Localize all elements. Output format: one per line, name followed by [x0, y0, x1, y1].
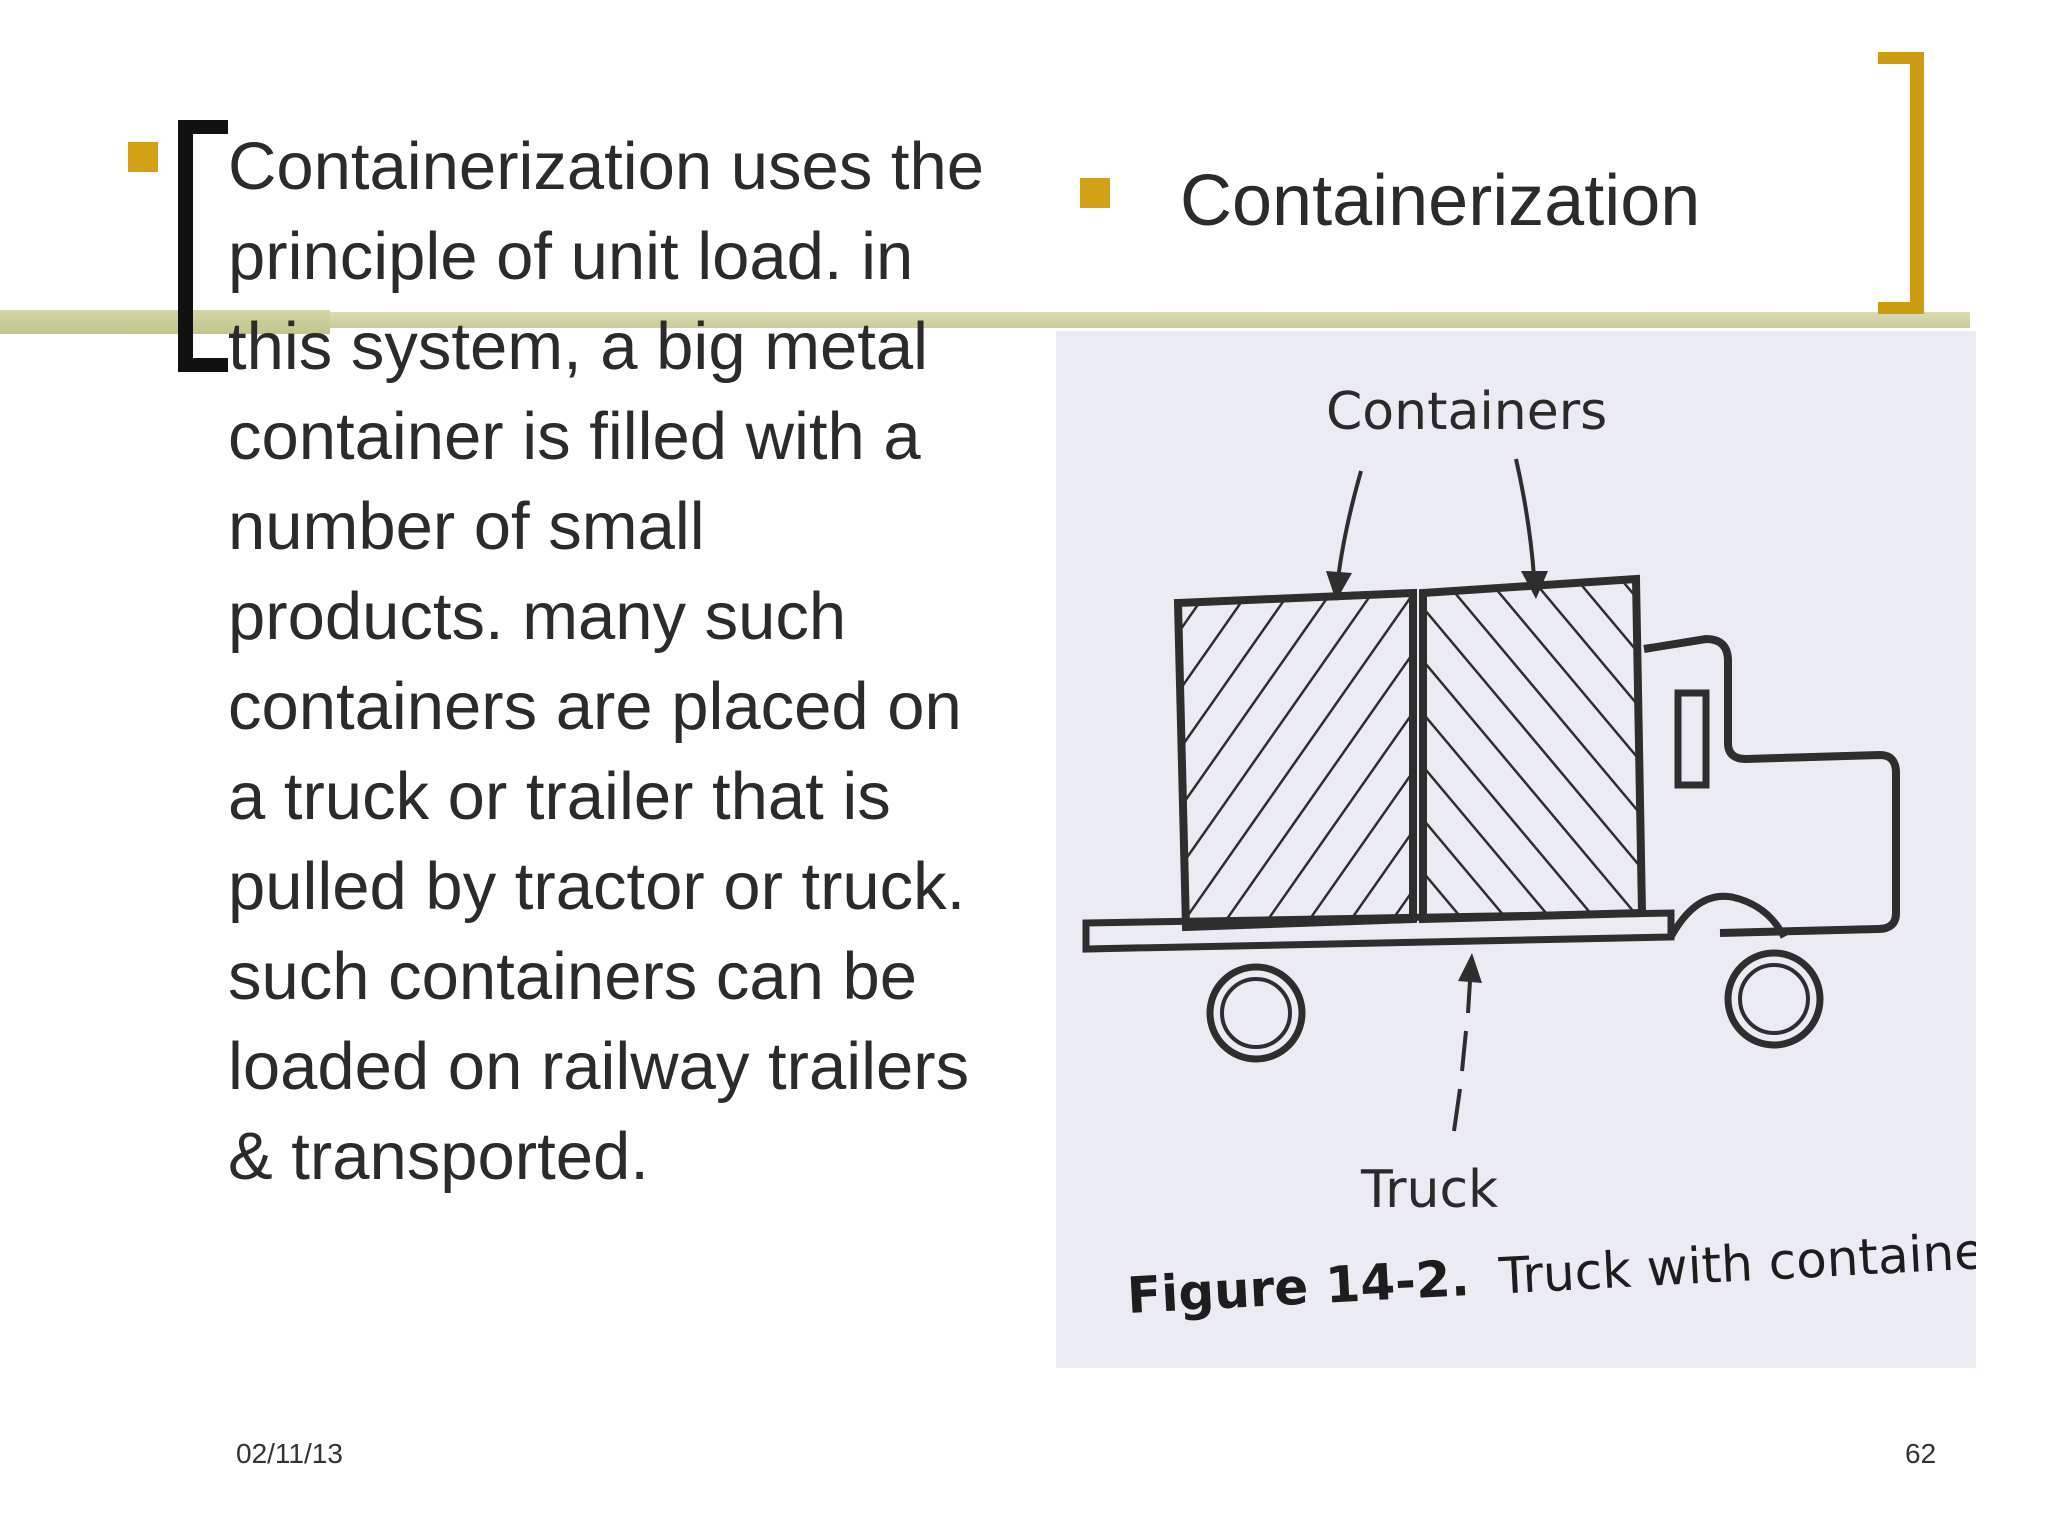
truck-with-containers-drawing: Containers	[1082, 382, 1976, 1325]
right-bracket-decoration	[1878, 52, 1924, 314]
divider-rule-left	[0, 310, 330, 334]
left-bracket-decoration	[178, 120, 228, 372]
truck-figure: Containers	[1056, 331, 1976, 1368]
caption-text: Truck with containers.	[1497, 1219, 1976, 1306]
label-truck: Truck	[1360, 1160, 1498, 1220]
bullet-marker	[128, 142, 158, 172]
wheel-rear	[1206, 963, 1306, 1063]
page-number: 62	[1905, 1438, 1937, 1469]
caption-figure-number: Figure 14-2.	[1126, 1249, 1471, 1325]
wheel-front	[1724, 949, 1824, 1049]
divider-rule-right	[330, 312, 1970, 328]
label-containers: Containers	[1326, 382, 1607, 442]
cab-window	[1674, 689, 1710, 789]
arrow-head	[1458, 953, 1482, 983]
footer-date: 02/11/13	[236, 1438, 343, 1469]
bullet-marker	[1080, 178, 1110, 208]
slide-heading: Containerization	[1180, 161, 1701, 241]
truck-cab	[1643, 634, 1900, 937]
body-paragraph: Containerization uses the principle of u…	[228, 129, 985, 1194]
container-left	[1173, 588, 1417, 932]
arrow-head	[1326, 571, 1352, 601]
arrow-truck	[1452, 980, 1472, 1132]
container-right	[1419, 574, 1647, 924]
arrow-container-right	[1514, 458, 1536, 578]
figure-caption: Figure 14-2. Truck with containers.	[1126, 1219, 1976, 1325]
truck-bed	[1082, 892, 1788, 953]
arrow-container-left	[1336, 470, 1363, 580]
